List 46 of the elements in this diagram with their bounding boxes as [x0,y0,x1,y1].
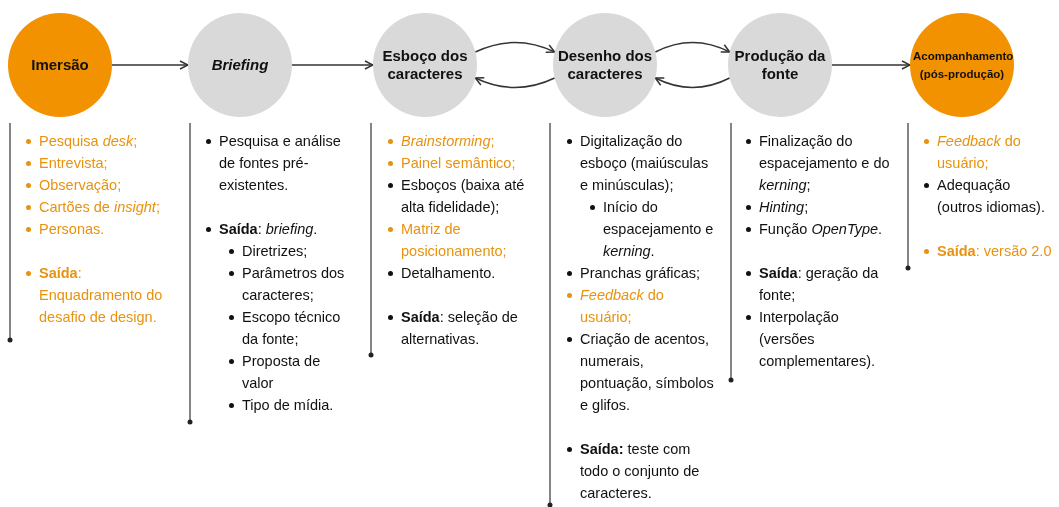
bullet-text: Hinting; [759,199,809,215]
stage-title: Acompanhamento (pós-produção) [913,49,1011,82]
stage-title: Imersão [31,56,89,74]
bullet-text: Feedback do usuário; [937,133,1021,171]
bullet-text: Digitalização do esboço (maiúsculas e minúsculas); [580,133,709,193]
bullet-text: Feedback do usuário; [580,287,664,325]
bullet-text: Saída: teste com todo o conjunto de caracteres. [580,441,700,501]
bullet-text: Função OpenType. [759,221,883,237]
stage-title: Produção da fonte [733,47,827,83]
stage-title: Desenho dos caracteres [556,47,654,83]
stage-title: Esboço dos caracteres [381,47,469,83]
bullet-text: Adequação (outros idiomas). [937,177,1045,215]
arrow [474,41,556,54]
arrow [654,41,731,53]
bullet-text: Saída: Enquadramento do desafio de design. [39,265,163,325]
bullet-text: Entrevista; [39,155,108,171]
bullet-text: Observação; [39,177,122,193]
arrow [474,76,556,89]
bullet-text: Cartões de insight; [39,199,160,215]
bullet-text: Saída: briefing. [219,221,318,237]
bullet-text: Interpolação (versões complementares). [759,309,876,369]
bullet-text: Pesquisa desk; [39,133,138,149]
bullet-text: Saída: geração da fonte; [759,265,879,303]
bullet-text: Detalhamento. [401,265,496,281]
bullet-text: Parâmetros dos caracteres; [242,265,345,303]
bullet-text: Pranchas gráficas; [580,265,701,281]
bullet-text: Criação de acentos, numerais, pontuação, símbolos e glifos. [580,331,714,413]
arrow [831,60,911,70]
bullet-text: Diretrizes; [242,243,308,259]
bullet-text: Início do espacejamento e kerning. [603,199,714,259]
bullet-text: Proposta de valor [242,353,321,391]
bullet-text: Brainstorming; [401,133,495,149]
bullet-text: Saída: seleção de alternativas. [401,309,518,347]
bullet-text: Tipo de mídia. [242,397,334,413]
bullet-text: Esboços (baixa até alta fidelidade); [401,177,525,215]
bullet-text: Personas. [39,221,105,237]
bullet-text: Matriz de posicionamento; [401,221,507,259]
bullet-text: Saída: versão 2.0 [937,243,1052,259]
bullet-text: Pesquisa e análise de fontes pré-existentes. [219,133,341,193]
bullet-text: Painel semântico; [401,155,516,171]
arrow [111,60,189,70]
bullet-text: Finalização do espacejamento e do kerning; [759,133,890,193]
stage-title: Briefing [211,56,269,74]
bullet-text: Escopo técnico da fonte; [242,309,341,347]
arrow [291,60,374,70]
arrow [654,77,731,89]
